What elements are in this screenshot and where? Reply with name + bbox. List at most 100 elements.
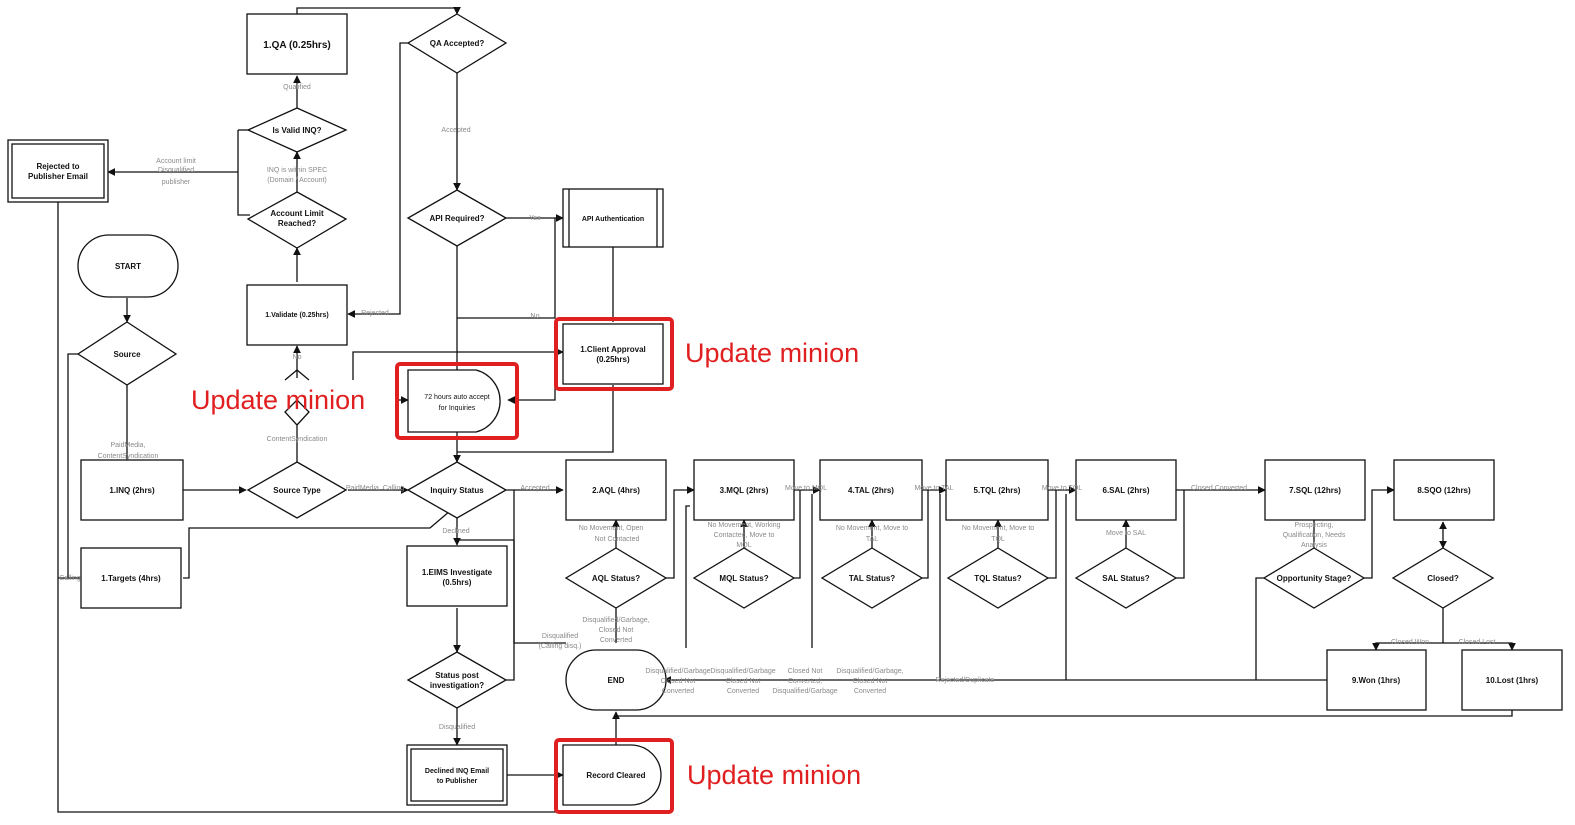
eims-text-1: 1.EIMS Investigate — [422, 568, 493, 577]
node-sal-status — [1074, 547, 1178, 609]
sqo-text: 8.SQO (12hrs) — [1417, 486, 1471, 495]
node-status-post — [406, 651, 508, 709]
label-prospecting-3: Analysis — [1301, 542, 1328, 549]
node-eims — [406, 545, 508, 607]
node-lost — [1461, 649, 1563, 711]
account-limit-text-2: Reached? — [278, 219, 316, 228]
label-rejected: Rejected — [361, 310, 389, 317]
node-rejected-publisher-inner — [11, 143, 105, 199]
declined-email-text-2: to Publisher — [437, 778, 478, 785]
label-account-limit-2: Disqualified — [158, 167, 194, 174]
label-dq-closed-1: Disqualified/Garbage, — [582, 617, 649, 624]
label-dq-calling-2: (Calling disq.) — [539, 643, 582, 650]
label-end-dq1-3: Converted — [662, 688, 694, 695]
tql-text: 5.TQL (2hrs) — [974, 486, 1021, 495]
node-api-required — [406, 189, 508, 247]
tal-status-text: TAL Status? — [849, 574, 895, 583]
node-source-type — [246, 461, 348, 519]
label-inq-spec-1: INQ is within SPEC — [267, 167, 327, 174]
node-inquiry-status — [406, 461, 508, 519]
mql-text: 3.MQL (2hrs) — [720, 486, 769, 495]
label-end-closed-1: Closed Not — [788, 668, 823, 675]
label-end-dq1-2: Closed Not — [661, 678, 696, 685]
node-72hrs — [407, 369, 501, 433]
auto-accept-text-1: 72 hours auto accept — [424, 394, 489, 401]
label-prospecting-1: Prospecting, — [1295, 522, 1334, 529]
label-end-closed-3: Disqualified/Garbage — [772, 688, 837, 695]
label-dq-closed-2: Closed Not — [599, 627, 634, 634]
source-type-text: Source Type — [273, 486, 321, 495]
edge-labels: Qualified Accepted Account limit Disqual… — [59, 84, 1495, 731]
node-tal-status — [820, 547, 924, 609]
label-account-limit-1: Account limit — [156, 158, 196, 165]
source-text: Source — [113, 350, 141, 359]
highlight-record-cleared — [554, 738, 674, 814]
sal-status-text: SAL Status? — [1102, 574, 1150, 583]
label-aql-nomove-1: No Movement, Open — [579, 525, 644, 532]
node-validate — [246, 284, 348, 346]
sal-text: 6.SAL (2hrs) — [1103, 486, 1150, 495]
label-paidmedia-1: PaidMedia, — [110, 442, 145, 449]
label-mql-nomove-1: No Movement, Working — [707, 522, 780, 529]
won-text: 9.Won (1hrs) — [1352, 676, 1401, 685]
node-record-cleared — [562, 744, 662, 806]
node-tal — [819, 459, 923, 521]
label-tal-nomove-1: No Movement, Move to — [836, 525, 908, 532]
api-auth-text: API Authentication — [582, 216, 644, 223]
highlights — [395, 317, 674, 814]
node-mql-status — [692, 547, 796, 609]
node-targets — [80, 547, 182, 609]
inq-text: 1.INQ (2hrs) — [109, 486, 155, 495]
aql-status-text: AQL Status? — [592, 574, 640, 583]
end-text: END — [608, 676, 625, 685]
label-disqualified: Disqualified — [439, 724, 475, 731]
node-source — [76, 321, 178, 386]
record-cleared-text: Record Cleared — [586, 771, 645, 780]
label-no-validate: No — [293, 354, 302, 361]
label-qualified: Qualified — [283, 84, 311, 91]
label-accepted: Accepted — [441, 127, 470, 134]
connectors — [57, 6, 1516, 813]
label-dq-closed-3: Converted — [600, 637, 632, 644]
node-sqo — [1393, 459, 1495, 521]
label-end-dq2-1: Disqualified/Garbage — [710, 668, 775, 675]
label-mql-nomove-2: Contacted, Move to — [714, 532, 775, 539]
label-declined: Declined — [442, 528, 469, 535]
nodes — [7, 13, 1563, 806]
label-account-limit-3: publisher — [162, 179, 191, 186]
node-sql — [1264, 459, 1366, 521]
node-api-auth — [562, 188, 664, 248]
label-tql-nomove-1: No Movement, Move to — [962, 525, 1034, 532]
label-end-dq1-1: Disqualified/Garbage — [645, 668, 710, 675]
node-qa-accepted — [406, 13, 508, 74]
node-aql — [565, 459, 667, 521]
client-approval-text-2: (0.25hrs) — [596, 355, 630, 364]
label-rejected-duplicate: Rejected/Duplicate — [936, 677, 995, 684]
node-inq — [80, 459, 184, 521]
node-is-valid-inq — [246, 107, 348, 153]
start-text: START — [115, 262, 141, 271]
qa-accepted-text: QA Accepted? — [430, 39, 485, 48]
label-mql-nomove-3: MQL — [736, 542, 751, 549]
aql-text: 2.AQL (4hrs) — [592, 486, 640, 495]
node-declined-email-inner — [410, 748, 504, 802]
label-paidmedia-2: ContentSyndication — [98, 453, 159, 460]
annotation-update-minion-2: Update minion — [191, 385, 365, 415]
rejected-publisher-text-2: Publisher Email — [28, 172, 88, 181]
label-inq-spec-2: (Domain / Account) — [267, 177, 327, 184]
label-calling: Calling — [59, 575, 81, 582]
sql-text: 7.SQL (12hrs) — [1289, 486, 1341, 495]
node-end — [565, 649, 667, 711]
label-contentsyndication: ContentSyndication — [267, 436, 328, 443]
api-required-text: API Required? — [429, 214, 484, 223]
label-closed-converted: Closed Converted — [1191, 485, 1247, 492]
node-mql — [693, 459, 795, 521]
highlight-72hrs — [395, 362, 519, 440]
node-won — [1326, 649, 1427, 711]
label-prospecting-2: Qualification, Needs — [1283, 532, 1346, 539]
eims-text-2: (0.5hrs) — [443, 578, 472, 587]
node-sal — [1075, 459, 1177, 521]
label-end-dq3-3: Converted — [854, 688, 886, 695]
declined-email-text-1: Declined INQ Email — [425, 768, 489, 775]
annotation-update-minion-1: Update minion — [685, 338, 859, 368]
